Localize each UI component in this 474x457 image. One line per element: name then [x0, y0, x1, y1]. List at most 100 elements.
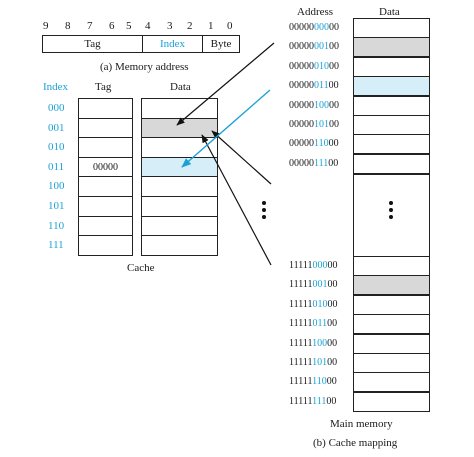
arrow-to-001	[211, 130, 272, 185]
ellipsis-dot	[262, 201, 266, 205]
memory-data-header: Data	[379, 6, 400, 18]
address-byte-bits: 00	[329, 61, 339, 72]
memory-data-cell	[353, 76, 430, 96]
cache-row-index: 010	[48, 141, 65, 153]
memory-data-cell	[353, 392, 430, 412]
bit-number-0: 0	[227, 20, 233, 32]
cache-row-index: 000	[48, 102, 65, 114]
bit-number-6: 6	[109, 20, 115, 32]
address-tag-bits: 11111	[289, 260, 313, 271]
cache-row-index: 110	[48, 220, 65, 232]
cache-tag-cell	[78, 235, 133, 256]
bit-number-8: 8	[65, 20, 71, 32]
address-index-bits: 111	[312, 396, 327, 407]
cache-tag-header: Tag	[95, 81, 112, 93]
address-tag-bits: 00000	[289, 41, 314, 52]
address-byte-bits: 00	[329, 41, 339, 52]
address-index-bits: 100	[312, 338, 328, 349]
cache-row-index: 101	[48, 200, 65, 212]
address-index-bits: 000	[314, 22, 329, 33]
cache-row-index: 100	[48, 180, 65, 192]
memory-data-cell	[353, 134, 430, 154]
address-index-bits: 110	[312, 376, 327, 387]
memory-data-cell	[353, 275, 430, 295]
memory-address-label: 1111101000	[289, 299, 338, 310]
bit-number-7: 7	[87, 20, 93, 32]
address-index-bits: 011	[314, 80, 329, 91]
address-index-bits: 110	[314, 138, 329, 149]
arrow-11111001-to-001	[201, 134, 272, 266]
address-tag-bits: 00000	[289, 100, 314, 111]
address-byte-bits: 00	[329, 22, 339, 33]
address-index-bits: 101	[312, 357, 328, 368]
memory-address-label: 0000000000	[289, 22, 339, 33]
bit-number-1: 1	[208, 20, 214, 32]
memory-address-label: 0000001000	[289, 61, 339, 72]
memory-address-label: 1111110000	[289, 338, 337, 349]
address-tag-bits: 00000	[289, 119, 314, 130]
memory-address-label: 0000011000	[289, 138, 339, 149]
memory-address-label: 1111100000	[289, 260, 338, 271]
address-tag-bits: 11111	[289, 279, 313, 290]
address-byte-bits: 00	[327, 260, 338, 271]
address-byte-bits: 00	[329, 100, 339, 111]
address-index-bits: 011	[312, 318, 328, 329]
cache-row-index: 111	[48, 239, 64, 251]
ellipsis-dot	[389, 201, 393, 205]
memory-address-label: 0000001100	[289, 80, 339, 91]
address-byte-bits: 00	[327, 279, 338, 290]
address-tag-bits: 00000	[289, 22, 314, 33]
address-byte-bits: 00	[328, 80, 339, 91]
cache-index-header: Index	[43, 81, 69, 93]
memory-address-header: Address	[297, 6, 334, 18]
address-index-bits: 111	[314, 158, 329, 169]
address-tag-bits: 11111	[289, 357, 313, 368]
address-tag-bits: 11111	[289, 396, 313, 407]
address-tag-bits: 11111	[289, 318, 313, 329]
memory-address-label: 1111111000	[289, 376, 337, 387]
arrow-00000001-to-001	[176, 42, 275, 126]
bit-number-5: 5	[126, 20, 132, 32]
ellipsis-dot	[389, 215, 393, 219]
address-byte-bits: 00	[327, 299, 338, 310]
memory-data-cell	[353, 372, 430, 392]
address-byte-bits: 00	[327, 357, 338, 368]
address-tag-bits: 11111	[289, 338, 313, 349]
address-index-bits: 010	[314, 61, 329, 72]
address-index-bits: 010	[312, 299, 328, 310]
address-byte-bits: 00	[326, 396, 337, 407]
address-tag-bits: 00000	[289, 138, 314, 149]
memory-address-label: 1111110100	[289, 357, 337, 368]
address-byte-bits: 00	[329, 119, 339, 130]
memory-address-label: 1111100100	[289, 279, 338, 290]
bit-number-2: 2	[187, 20, 193, 32]
address-index-bits: 100	[314, 100, 329, 111]
ellipsis-dot	[262, 215, 266, 219]
cache-caption: Cache	[127, 262, 155, 274]
bit-number-4: 4	[145, 20, 151, 32]
bit-number-9: 9	[43, 20, 49, 32]
address-tag-bits: 11111	[289, 376, 313, 387]
arrow-00000011-to-011	[181, 89, 271, 168]
address-tag-bits: 11111	[289, 299, 313, 310]
cache-mapping-caption: (b) Cache mapping	[313, 437, 398, 449]
address-tag-bits: 00000	[289, 80, 314, 91]
bit-number-3: 3	[167, 20, 173, 32]
address-byte-bits: 00	[328, 158, 339, 169]
cache-data-cell	[141, 235, 218, 256]
ellipsis-dot	[389, 208, 393, 212]
address-byte-bits: 00	[326, 376, 337, 387]
cache-row-index: 011	[48, 161, 65, 173]
memory-address-label: 0000010100	[289, 119, 339, 130]
address-byte-field: Byte	[202, 35, 240, 53]
ellipsis-dot	[262, 208, 266, 212]
address-index-bits: 101	[314, 119, 329, 130]
memory-address-label: 1111101100	[289, 318, 337, 329]
address-tag-bits: 00000	[289, 61, 314, 72]
address-index-bits: 000	[312, 260, 328, 271]
memory-address-label: 1111111100	[289, 396, 336, 407]
address-index-bits: 001	[312, 279, 328, 290]
address-index-bits: 001	[314, 41, 329, 52]
